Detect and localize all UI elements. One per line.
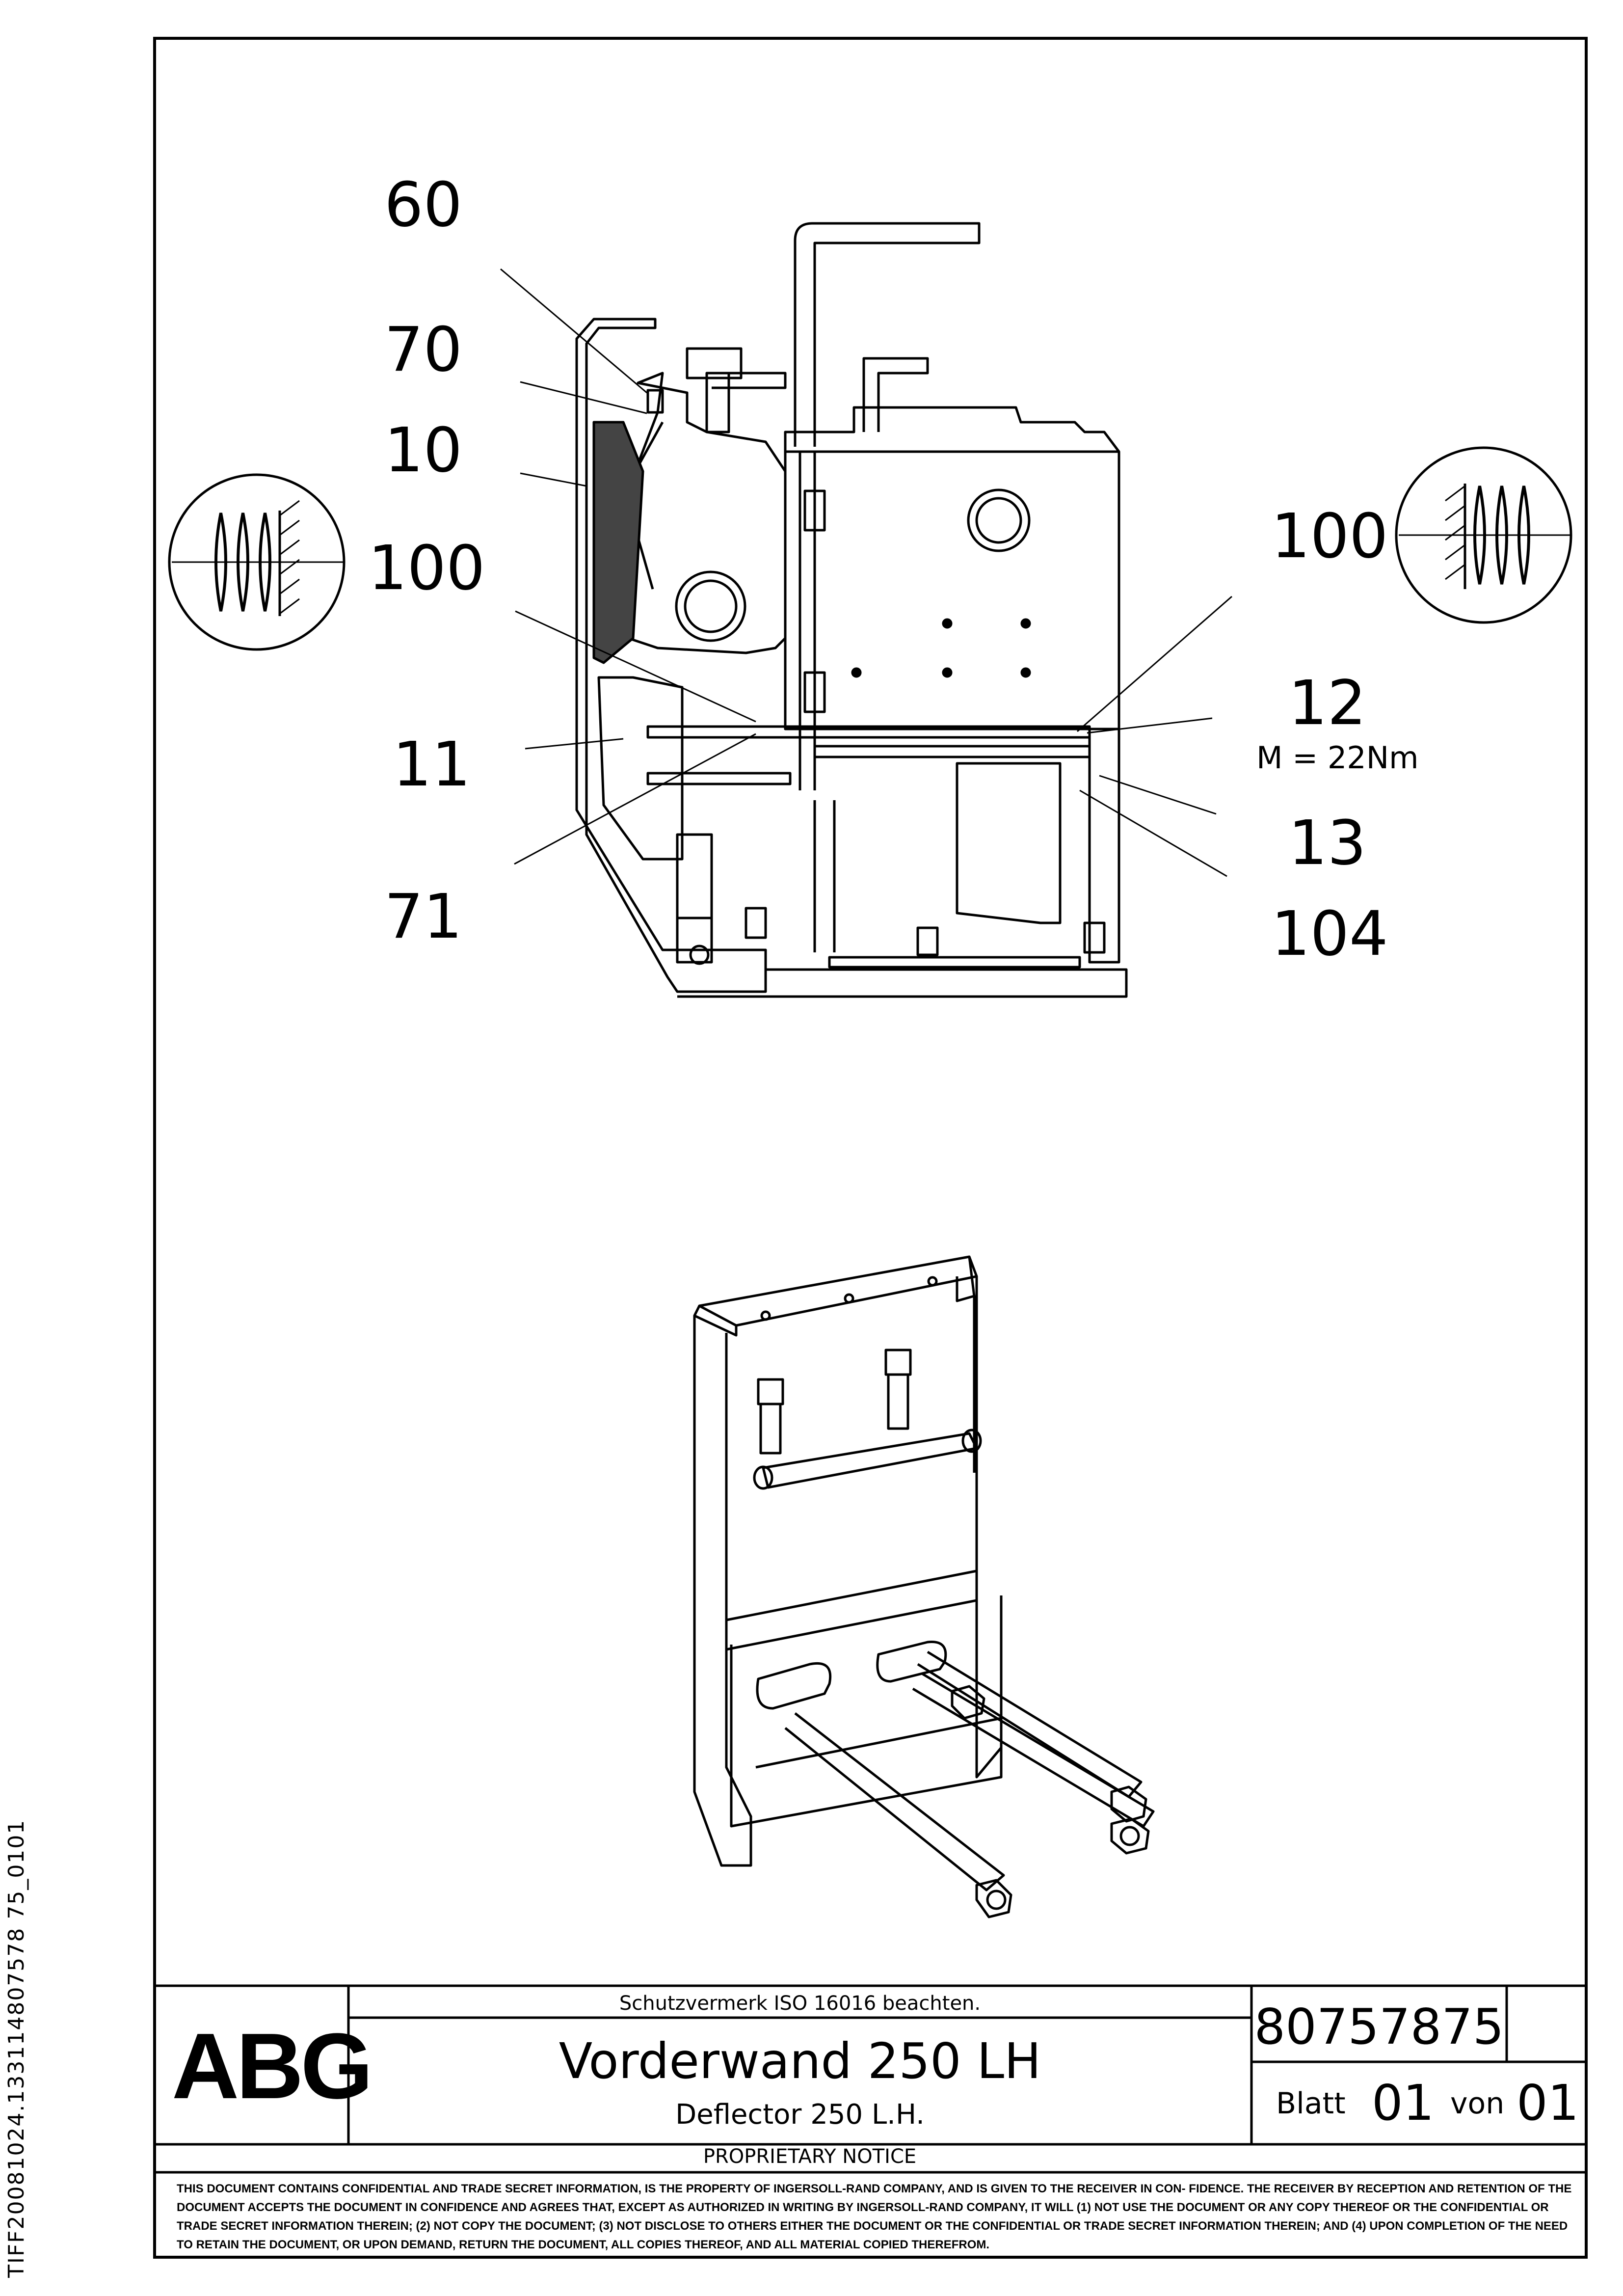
callout-11: 11 bbox=[393, 729, 471, 800]
drawing-frame bbox=[153, 37, 1588, 2259]
detail-circle-right bbox=[1395, 446, 1572, 624]
sheet-number: 01 bbox=[1372, 2074, 1435, 2132]
side-identifier: TIFF20081024.133114807578 75_0101 bbox=[4, 1819, 29, 2278]
detail-circle-left bbox=[168, 473, 346, 651]
callout-10: 10 bbox=[384, 415, 462, 486]
notice-title: PROPRIETARY NOTICE bbox=[703, 2145, 917, 2168]
callout-60: 60 bbox=[384, 169, 462, 241]
company-logo: ABG bbox=[172, 2014, 373, 2118]
sheet-total: 01 bbox=[1517, 2074, 1579, 2132]
torque-spec: M = 22Nm bbox=[1256, 740, 1419, 776]
callout-100-left: 100 bbox=[368, 533, 485, 604]
document-number: 80757875 bbox=[1254, 1998, 1504, 2055]
callout-70: 70 bbox=[384, 314, 462, 385]
callout-71: 71 bbox=[384, 881, 462, 952]
protection-note: Schutzvermerk ISO 16016 beachten. bbox=[619, 1992, 981, 2015]
isometric-view bbox=[693, 1255, 1155, 1918]
title-block-lines bbox=[155, 1984, 1586, 2174]
proprietary-notice: THIS DOCUMENT CONTAINS CONFIDENTIAL AND … bbox=[177, 2182, 1572, 2251]
title-german: Vorderwand 250 LH bbox=[559, 2032, 1041, 2090]
callouts: 60 70 10 100 11 71 100 12 M = 22Nm 13 10… bbox=[368, 169, 1419, 970]
title-english: Deflector 250 L.H. bbox=[675, 2099, 925, 2131]
of-label: von bbox=[1450, 2086, 1505, 2121]
leader-lines bbox=[500, 268, 1232, 877]
callout-100-right: 100 bbox=[1271, 501, 1388, 572]
callout-104: 104 bbox=[1271, 898, 1388, 970]
callout-13: 13 bbox=[1288, 808, 1366, 879]
callout-12: 12 bbox=[1288, 668, 1366, 739]
sectional-view bbox=[575, 222, 1128, 998]
sheet-label: Blatt bbox=[1276, 2086, 1346, 2121]
